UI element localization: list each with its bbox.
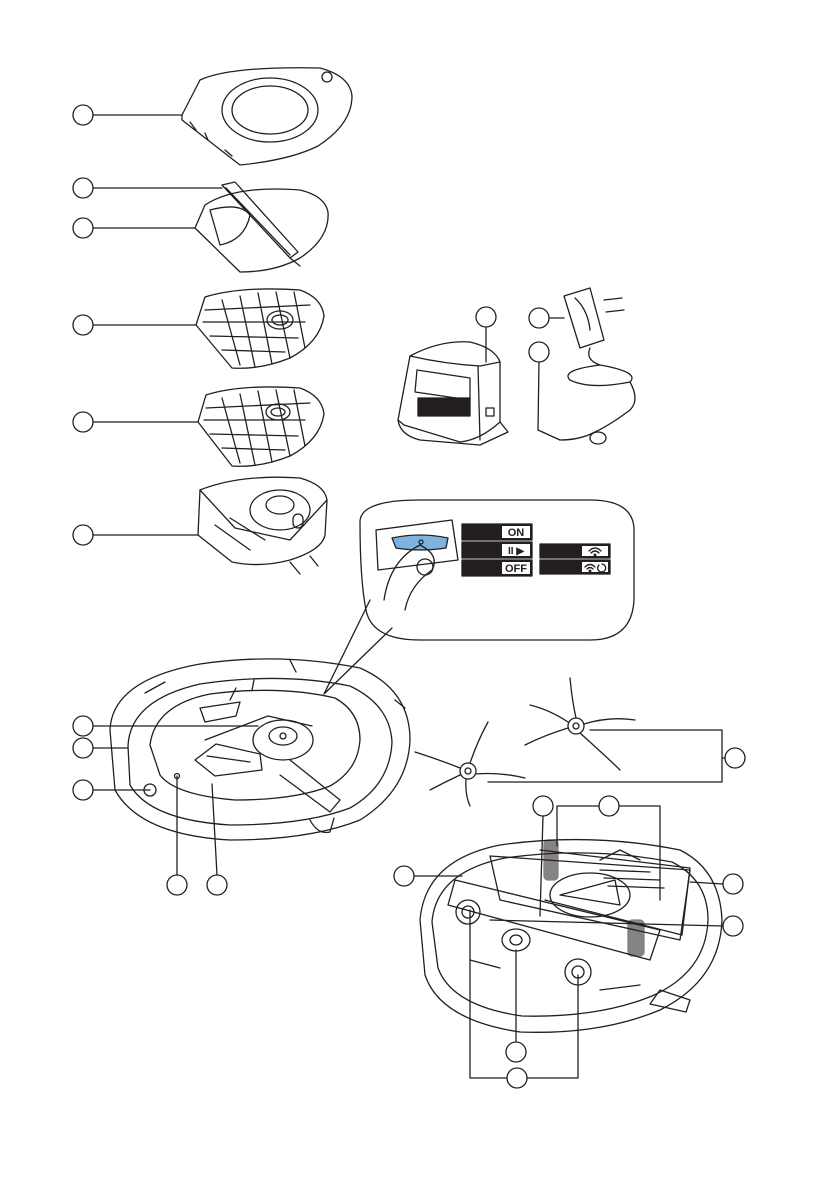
callout-marker xyxy=(533,796,553,816)
callout-marker xyxy=(529,342,549,362)
on-label: ON xyxy=(508,527,525,539)
filter-lower xyxy=(198,387,324,466)
callout-marker xyxy=(73,525,93,545)
robot-bottom-view xyxy=(394,796,743,1088)
callout-bracket xyxy=(488,730,725,782)
charging-base xyxy=(398,307,508,445)
callout-marker xyxy=(73,412,93,432)
callout-marker xyxy=(73,105,93,125)
callout-marker xyxy=(599,796,619,816)
callout-marker xyxy=(725,748,745,768)
callout-marker xyxy=(207,875,227,895)
callout-marker xyxy=(723,916,743,936)
pause-play-label: II ▶ xyxy=(508,546,525,557)
callout-marker xyxy=(506,1042,526,1062)
callout-marker xyxy=(73,315,93,335)
callout-leader xyxy=(538,362,539,430)
callout-leader xyxy=(690,882,723,884)
callout-marker xyxy=(394,866,414,886)
robot-top-view xyxy=(110,659,410,840)
power-adapter xyxy=(529,288,635,444)
callout-marker xyxy=(417,559,433,575)
dust-container-lid xyxy=(195,182,328,272)
side-brushes xyxy=(415,678,745,806)
side-brush-lower xyxy=(415,722,525,806)
callout-markers-left xyxy=(73,105,258,895)
callout-marker xyxy=(167,875,187,895)
callout-leader xyxy=(490,920,723,926)
control-panel-callout: ON II ▶ OFF xyxy=(324,500,634,694)
callout-marker xyxy=(476,307,496,327)
callout-marker xyxy=(507,1068,527,1088)
callout-marker xyxy=(73,218,93,238)
filter-upper xyxy=(196,289,324,368)
callout-marker xyxy=(529,308,549,328)
off-label: OFF xyxy=(505,563,527,575)
callout-marker xyxy=(73,780,93,800)
side-brush-upper xyxy=(525,678,635,770)
callout-marker xyxy=(723,874,743,894)
callout-marker xyxy=(73,178,93,198)
callout-marker xyxy=(73,738,93,758)
top-cover xyxy=(182,68,352,165)
callout-marker xyxy=(73,716,93,736)
dust-container xyxy=(198,477,327,574)
callout-bracket xyxy=(470,910,578,1078)
